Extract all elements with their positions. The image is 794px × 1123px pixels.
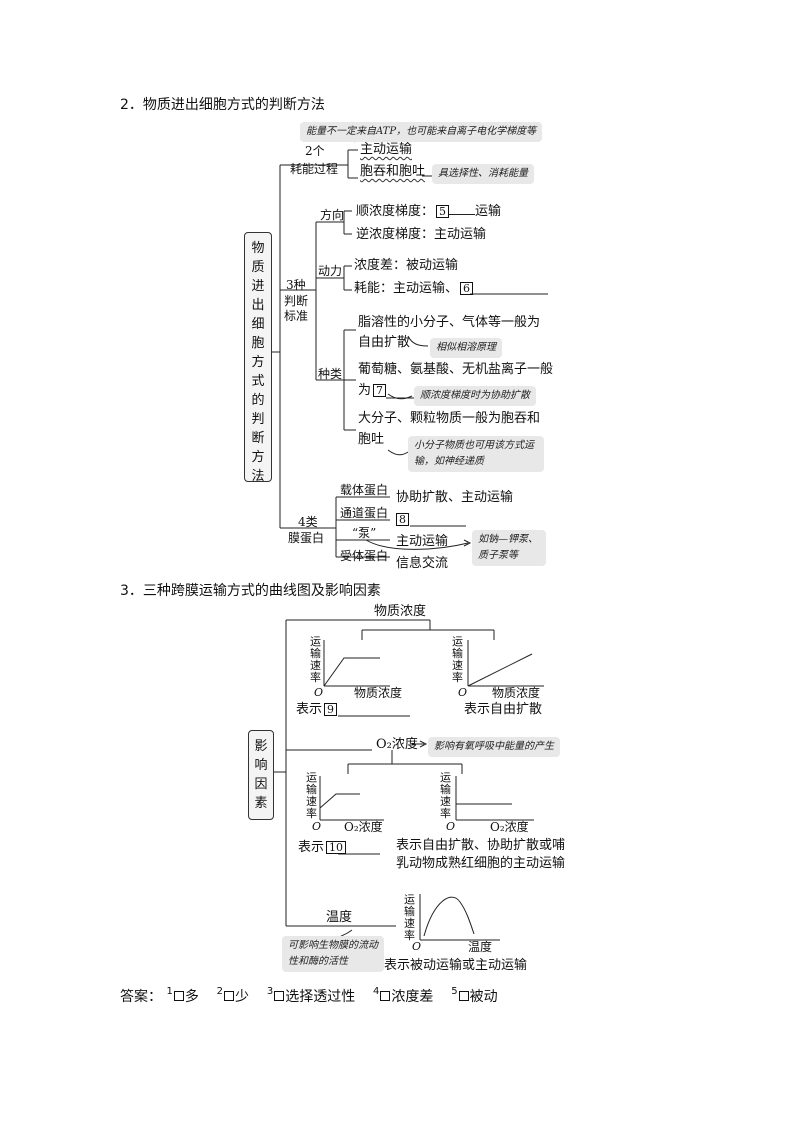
chart-o2-saturation-xlabel: O₂浓度	[344, 820, 383, 834]
power-item-energy: 耗能：主动运输、6	[354, 281, 474, 297]
blank-5: 5	[436, 205, 450, 218]
branch-o2: O₂浓度	[376, 737, 418, 752]
section3-root-box: 影响因素	[248, 730, 274, 820]
receptor-desc: 信息交流	[396, 556, 449, 571]
chart-o2-flat-caption-a: 表示自由扩散、协助扩散或哺	[396, 838, 566, 853]
blank-10: 10	[326, 841, 347, 854]
channel-blank: 8	[394, 512, 409, 528]
chart-temperature-caption: 表示被动运输或主动运输	[384, 958, 528, 973]
chart-o2-flat-origin: O	[446, 820, 456, 833]
chart-o2-saturation: 运输速率 O O₂浓度	[306, 772, 392, 840]
direction-label: 方向	[320, 208, 345, 222]
note-temperature: 可影响生物膜的流动性和酶的活性	[282, 936, 384, 972]
chart-linear-origin: O	[458, 686, 468, 699]
chart-o2-flat-svg	[455, 776, 534, 821]
criteria-count: 3种	[286, 278, 306, 292]
kind-item-glucose-a: 葡萄糖、氨基酸、无机盐离子一般	[358, 362, 554, 377]
chart-saturation-xlabel: 物质浓度	[354, 686, 403, 700]
chart-linear: 运输速率 O 物质浓度	[452, 636, 548, 706]
energy-label: 耗能过程	[290, 162, 339, 176]
chart-o2-saturation-line	[319, 793, 360, 809]
chart-o2-saturation-origin: O	[312, 820, 322, 833]
note-aerobic: 影响有氧呼吸中能量的产生	[428, 737, 560, 757]
chart-temperature-origin: O	[412, 940, 422, 953]
carrier-protein: 载体蛋白	[340, 483, 389, 497]
branch-temperature: 温度	[326, 910, 353, 925]
note-similar: 相似相溶原理	[430, 338, 502, 358]
chart-temperature-xlabel: 温度	[468, 940, 493, 954]
kind-label: 种类	[318, 367, 343, 381]
energy-item-endo-exo: 胞吞和胞吐	[360, 164, 426, 179]
chart-linear-ylabel: 运输速率	[452, 635, 463, 684]
energy-item-active: 主动运输	[360, 142, 413, 157]
chart-o2-flat-ylabel: 运输速率	[440, 771, 451, 820]
kind-item-macro-b: 胞吐	[358, 432, 385, 447]
power-item-gradient: 浓度差：被动运输	[354, 258, 459, 273]
note-selective: 具选择性、消耗能量	[432, 164, 534, 184]
kind-item-macro-a: 大分子、颗粒物质一般为胞吞和	[358, 411, 541, 426]
chart-temperature-line	[423, 896, 475, 937]
chart-temperature: 运输速率 O 温度	[404, 892, 504, 958]
power-label: 动力	[318, 264, 343, 278]
chart-o2-flat-xlabel: O₂浓度	[490, 820, 529, 834]
criteria-label: 判断标准	[284, 294, 309, 323]
chart-saturation-line	[323, 657, 380, 687]
chart-o2-flat: 运输速率 O O₂浓度	[440, 772, 540, 840]
note-downhill: 顺浓度梯度时为协助扩散	[414, 386, 536, 406]
chart-saturation: 运输速率 O 物质浓度	[310, 635, 402, 706]
branch-concentration: 物质浓度	[374, 604, 427, 619]
chart-linear-caption: 表示自由扩散	[464, 702, 543, 717]
direction-item-up: 逆浓度梯度：主动运输	[356, 227, 487, 242]
chart-o2-saturation-svg	[319, 776, 384, 821]
pump-protein: “泵”	[352, 526, 377, 540]
chart-saturation-ylabel: 运输速率	[310, 635, 321, 684]
kind-item-lipid-a: 脂溶性的小分子、气体等一般为	[358, 315, 541, 330]
root-label: 物质进出细胞方式的判断方法	[251, 241, 265, 484]
blank-9: 9	[324, 703, 338, 716]
chart-linear-line	[467, 653, 533, 687]
membrane-count: 4类	[298, 515, 318, 529]
carrier-desc: 协助扩散、主动运输	[396, 490, 514, 505]
blank-8: 8	[396, 513, 409, 526]
receptor-protein: 受体蛋白	[340, 549, 389, 563]
chart-o2-saturation-ylabel: 运输速率	[306, 771, 317, 820]
chart-linear-xlabel: 物质浓度	[492, 686, 541, 700]
note-atp: 能量不一定来自ATP，也可能来自离子电化学梯度等	[300, 122, 543, 142]
note-neurotransmitter: 小分子物质也可用该方式运输，如神经递质	[408, 436, 544, 472]
channel-protein: 通道蛋白	[340, 506, 389, 520]
note-pump: 如钠—钾泵、质子泵等	[472, 530, 546, 566]
pump-desc: 主动运输	[396, 534, 449, 549]
kind-item-lipid-b: 自由扩散	[358, 335, 411, 350]
chart-temperature-ylabel: 运输速率	[404, 893, 415, 942]
chart-saturation-origin: O	[314, 686, 324, 699]
section-3-heading: 3．三种跨膜运输方式的曲线图及影响因素	[120, 583, 381, 599]
chart-saturation-svg	[323, 640, 390, 687]
root-box: 物质进出细胞方式的判断方法	[244, 232, 272, 484]
chart-temperature-svg	[419, 894, 500, 941]
energy-count: 2个	[305, 144, 325, 158]
answers-label: 答案：	[120, 989, 162, 1005]
chart-o2-flat-caption-b: 乳动物成熟红细胞的主动运输	[396, 856, 566, 871]
section-2-heading: 2．物质进出细胞方式的判断方法	[120, 97, 325, 113]
blank-6: 6	[460, 282, 474, 295]
chart-linear-svg	[467, 640, 544, 687]
blank-7: 7	[373, 384, 387, 397]
membrane-label: 膜蛋白	[288, 531, 325, 545]
section3-root-label: 影响因素	[254, 739, 268, 811]
